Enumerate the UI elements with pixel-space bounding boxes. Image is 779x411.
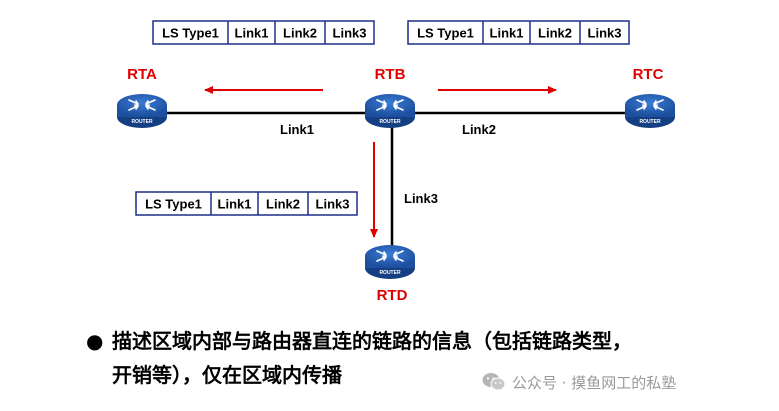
- lsa-cell-link2: Link2: [266, 197, 300, 212]
- lsa-cell-link1: Link1: [218, 197, 252, 212]
- lsa-cell-link2: Link2: [283, 26, 317, 41]
- lsa-box-top-left: LS Type1 Link1 Link2 Link3: [152, 20, 375, 45]
- router-label-rtb: RTB: [375, 66, 406, 83]
- router-icon: ROUTER: [365, 245, 415, 279]
- lsa-cell-link3: Link3: [333, 26, 367, 41]
- watermark-text: 公众号 · 摸鱼网工的私塾: [512, 373, 677, 392]
- router-rtd: ROUTER: [365, 245, 415, 279]
- lsa-box-bottom: LS Type1 Link1 Link2 Link3: [135, 191, 358, 216]
- router-icon: ROUTER: [365, 94, 415, 128]
- lsa-cell-link3: Link3: [316, 197, 350, 212]
- router-rtb: ROUTER: [365, 94, 415, 128]
- lsa-cell-ls-type: LS Type1: [162, 26, 219, 41]
- router-label-rtd: RTD: [377, 287, 408, 304]
- lsa-cell-ls-type: LS Type1: [145, 197, 202, 212]
- watermark: 公众号 · 摸鱼网工的私塾: [482, 368, 676, 396]
- lsa-cell-link1: Link1: [490, 26, 524, 41]
- lsa-cell-ls-type: LS Type1: [417, 26, 474, 41]
- router-badge: ROUTER: [379, 270, 401, 276]
- lsa-cell-link2: Link2: [538, 26, 572, 41]
- router-rta: ROUTER: [117, 94, 167, 128]
- bullet-dot-icon: ●: [86, 329, 104, 353]
- ospf-lsa-diagram: LS Type1 Link1 Link2 Link3 LS Type1 Link…: [117, 20, 675, 304]
- description-line-1: 描述区域内部与路由器直连的链路的信息（包括链路类型，: [112, 329, 632, 353]
- router-badge: ROUTER: [639, 119, 661, 125]
- router-label-rta: RTA: [127, 66, 157, 83]
- router-badge: ROUTER: [131, 119, 153, 125]
- lsa-cell-link1: Link1: [235, 26, 269, 41]
- link2-label: Link2: [462, 122, 496, 137]
- router-label-rtc: RTC: [633, 66, 664, 83]
- description-line-2: 开销等），仅在区域内传播: [112, 363, 342, 387]
- router-icon: ROUTER: [117, 94, 167, 128]
- router-icon: ROUTER: [625, 94, 675, 128]
- lsa-cell-link3: Link3: [588, 26, 622, 41]
- lsa-box-top-right: LS Type1 Link1 Link2 Link3: [407, 20, 630, 45]
- router-rtc: ROUTER: [625, 94, 675, 128]
- wechat-icon: [482, 373, 506, 391]
- router-badge: ROUTER: [379, 119, 401, 125]
- link1-label: Link1: [280, 122, 314, 137]
- link3-label: Link3: [404, 191, 438, 206]
